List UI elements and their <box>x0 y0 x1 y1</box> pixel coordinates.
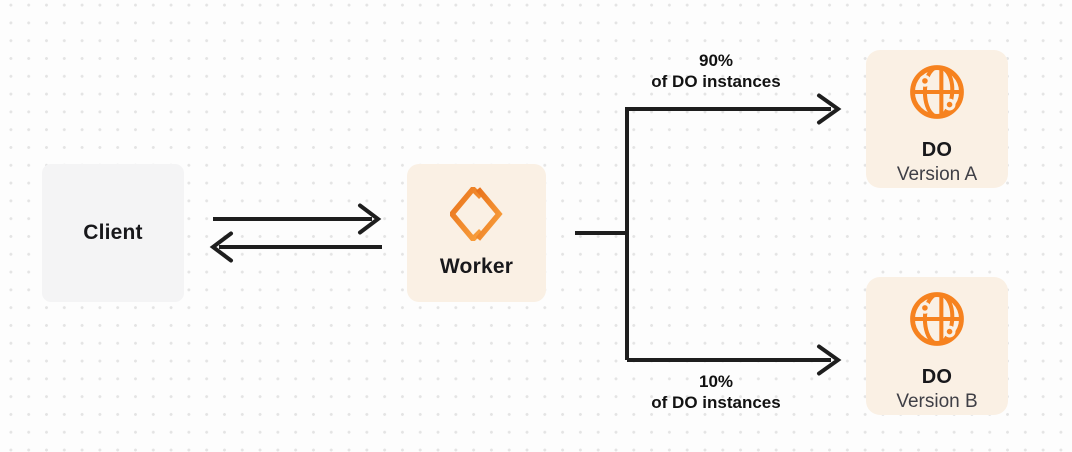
split-top-label: 90% of DO instances <box>606 51 826 92</box>
split-top-percent: 90% <box>698 51 734 70</box>
do-a-subtitle: Version A <box>896 164 978 185</box>
client-worker-request-arrow <box>213 203 382 235</box>
split-bottom-label: 10% of DO instances <box>606 372 826 413</box>
split-bottom-caption: of DO instances <box>651 393 781 412</box>
do-version-a-node: DO Version A <box>866 50 1008 188</box>
do-b-title: DO <box>921 366 953 388</box>
split-bottom-percent: 10% <box>698 372 734 391</box>
split-top-caption: of DO instances <box>651 72 781 91</box>
do-a-title: DO <box>921 139 953 161</box>
client-label: Client <box>83 221 143 244</box>
cloudflare-workers-icon <box>449 186 504 242</box>
do-version-b-node: DO Version B <box>866 277 1008 415</box>
worker-node: Worker <box>407 164 546 302</box>
do-b-subtitle: Version B <box>896 391 978 412</box>
worker-split-connector <box>575 93 842 376</box>
durable-object-globe-icon <box>908 290 966 353</box>
worker-client-response-arrow <box>209 231 382 263</box>
client-node: Client <box>42 164 184 302</box>
durable-object-globe-icon <box>908 63 966 126</box>
worker-label: Worker <box>439 255 514 278</box>
